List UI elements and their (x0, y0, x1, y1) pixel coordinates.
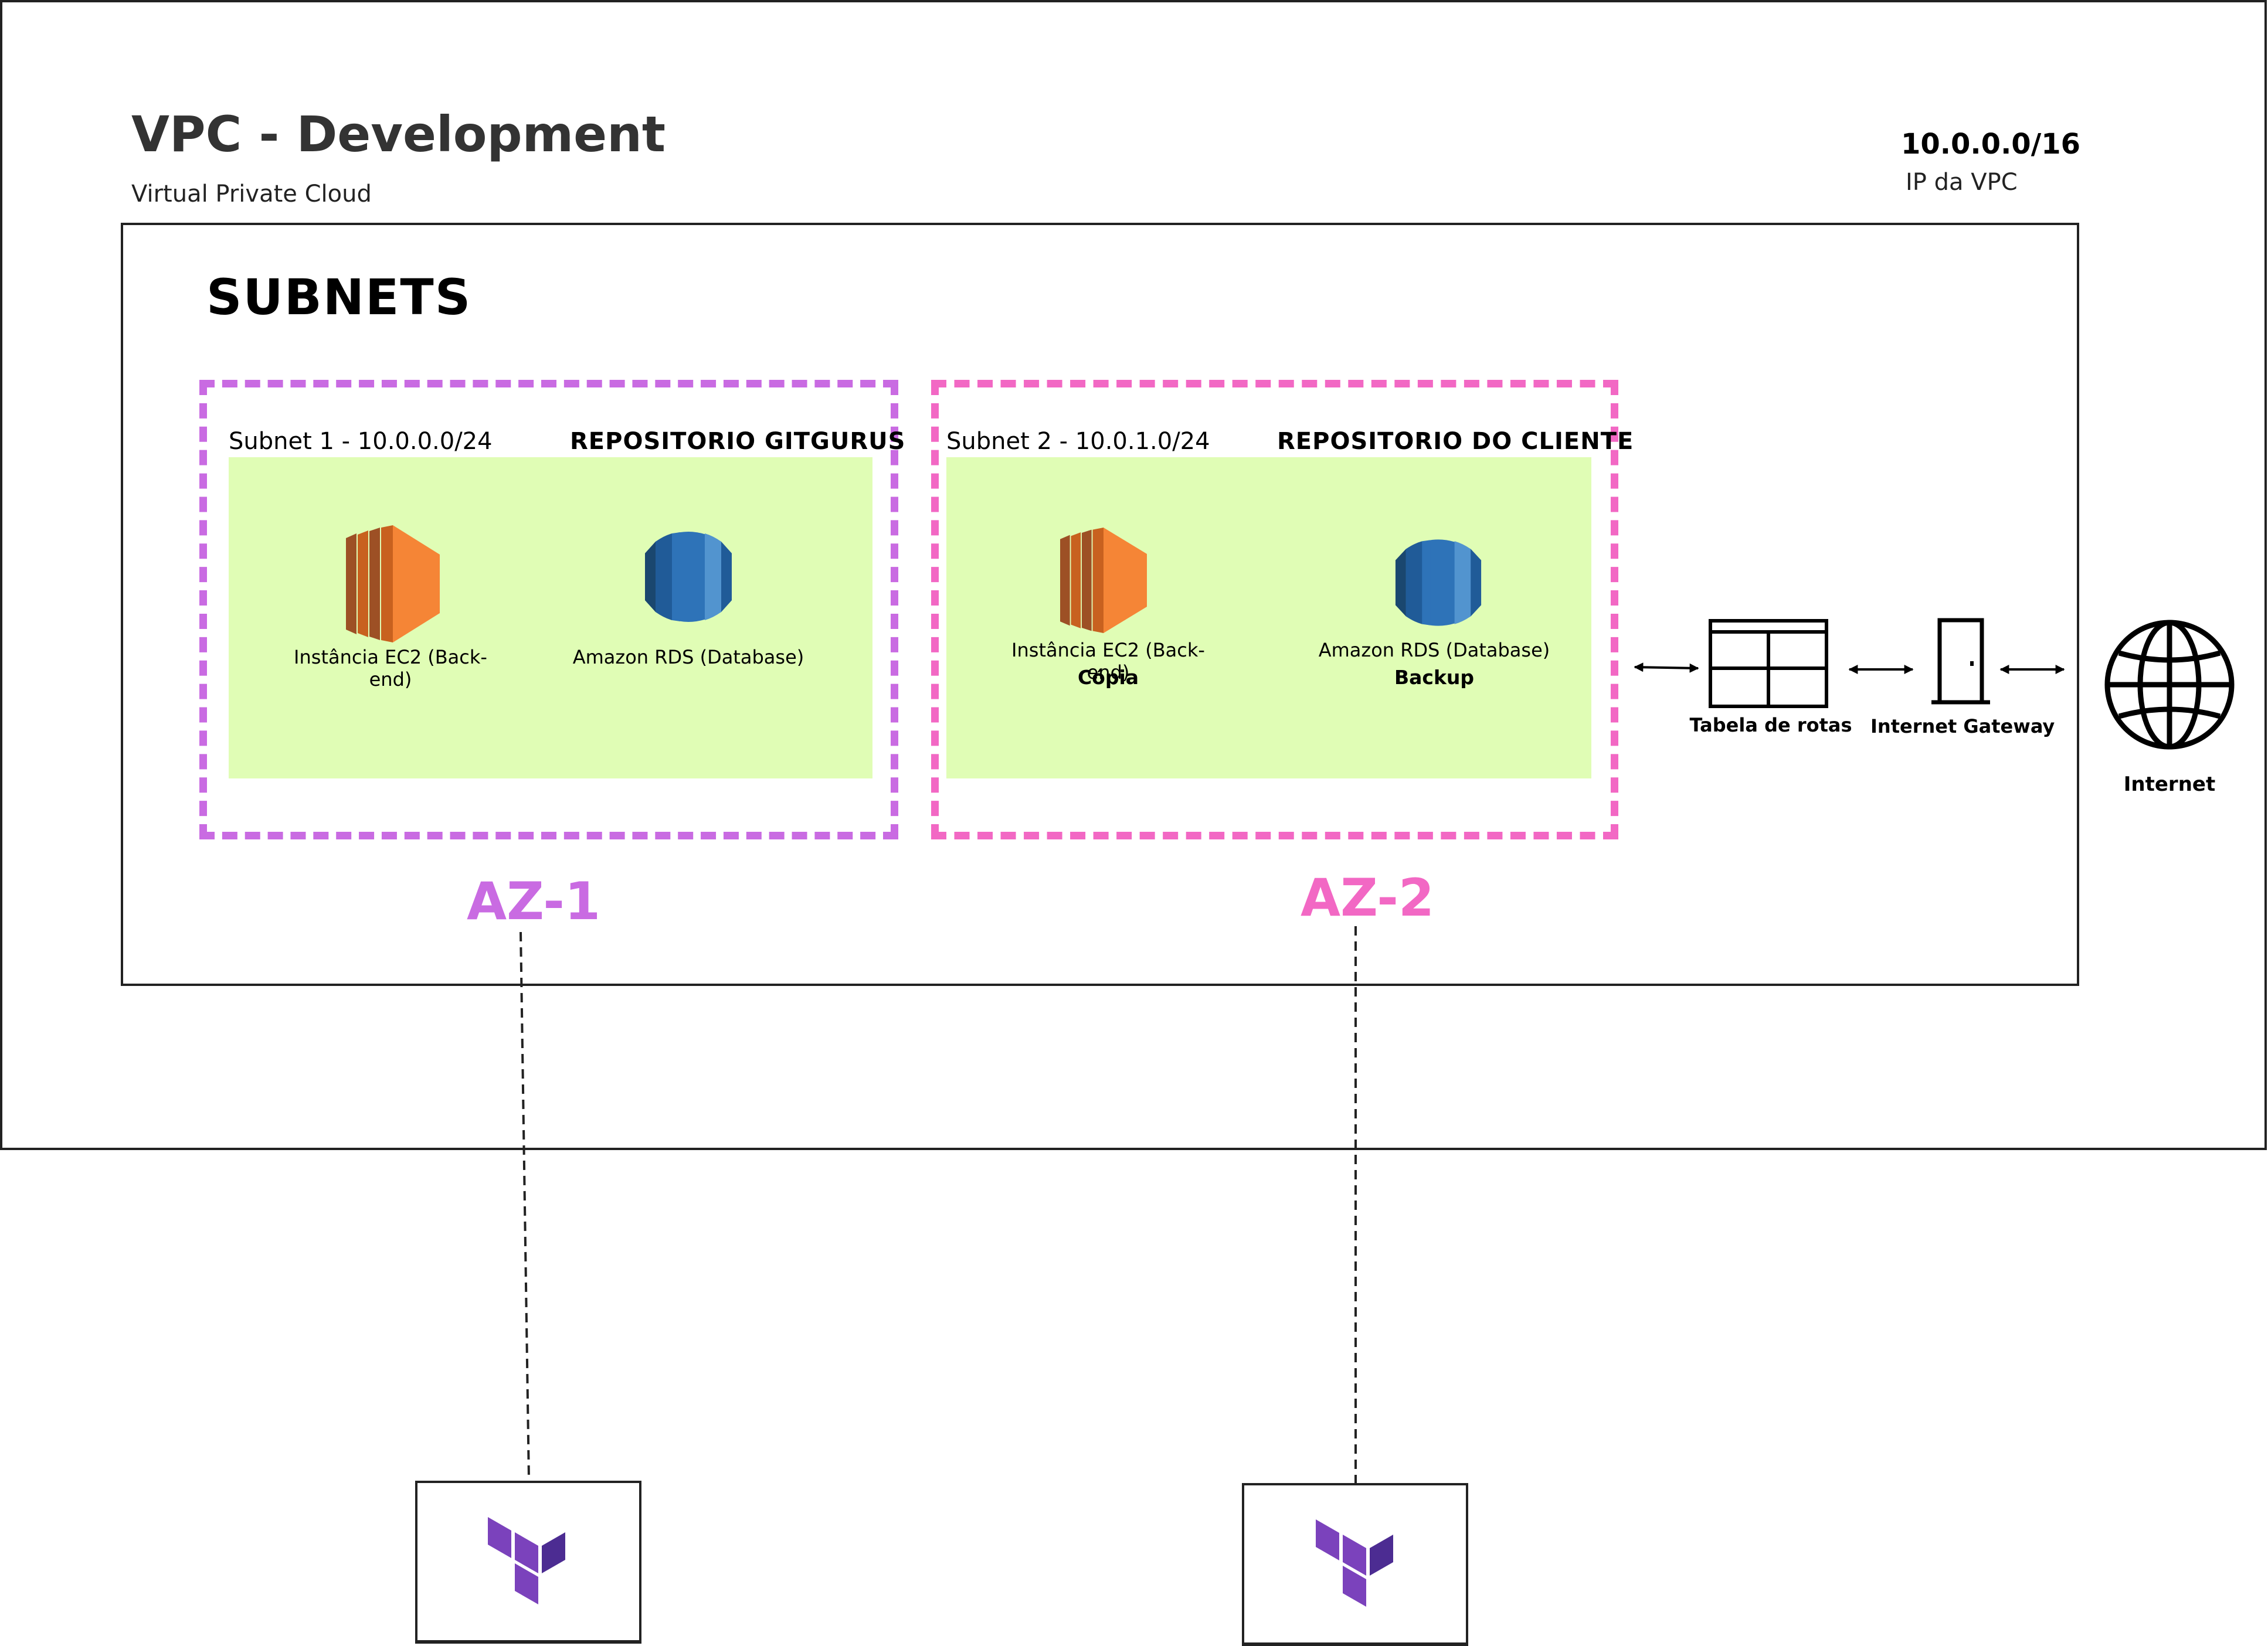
vpc-ip-label: IP da VPC (1906, 169, 2018, 196)
vpc-ip: 10.0.0.0/16 (1901, 128, 2081, 161)
vpc-container (0, 0, 2267, 1150)
subnet2-rds-label: Amazon RDS (Database) (1318, 639, 1550, 661)
internet-label: Internet (2123, 773, 2216, 796)
az2-label: AZ-2 (1301, 868, 1435, 928)
vpc-title: VPC - Development (131, 106, 666, 163)
internet-gateway-label: Internet Gateway (1870, 715, 2055, 737)
terraform-module-az2 (1242, 1483, 1468, 1646)
route-table-icon (1709, 619, 1828, 708)
subnet2-repo-label: REPOSITORIO DO CLIENTE (1277, 428, 1634, 455)
route-table-label: Tabela de rotas (1689, 714, 1852, 736)
subnet2-ec2-sub: Cópia (1077, 666, 1139, 689)
az1-dashed-link (520, 931, 530, 1480)
subnet1-rds-label: Amazon RDS (Database) (572, 646, 804, 668)
subnet1-label: Subnet 1 - 10.0.0.0/24 (229, 428, 493, 455)
terraform-logo-icon (1316, 1519, 1393, 1607)
arrow-subnet-route (1634, 662, 1699, 673)
subnet1-repo-label: REPOSITORIO GITGURUS (570, 428, 906, 455)
subnet2-label: Subnet 2 - 10.0.1.0/24 (946, 428, 1210, 455)
az1-label: AZ-1 (467, 871, 601, 931)
terraform-module-az1 (415, 1481, 641, 1644)
subnets-container (121, 223, 2079, 986)
subnet2-ec2-label: Instância EC2 (Back-end) (1011, 639, 1205, 683)
az2-subnet-group (931, 380, 1618, 839)
internet-gateway-door-icon (1931, 618, 1990, 705)
subnet2-rds-sub: Backup (1394, 666, 1475, 689)
vpc-subtitle: Virtual Private Cloud (131, 181, 372, 208)
subnet1-area (229, 457, 872, 778)
subnet2-area (946, 457, 1591, 778)
az1-subnet-group (199, 380, 898, 839)
globe-icon (2104, 620, 2235, 750)
subnet1-ec2-label: Instância EC2 (Back-end) (294, 646, 487, 691)
subnets-title: SUBNETS (206, 268, 472, 326)
terraform-logo-icon (488, 1517, 565, 1604)
